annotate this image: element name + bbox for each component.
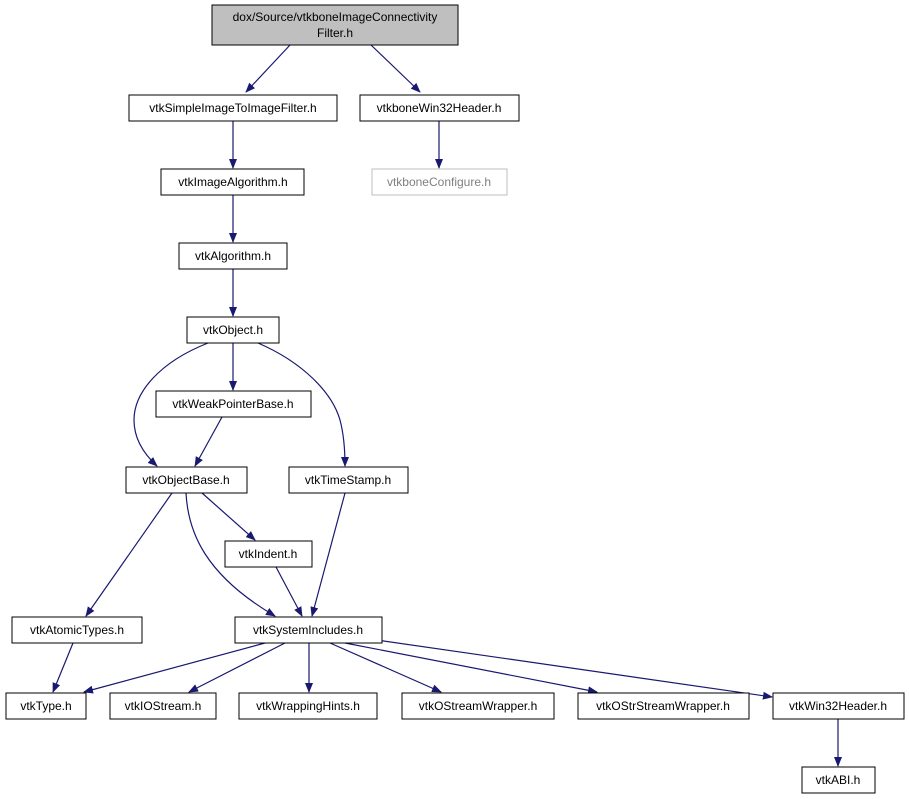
edge-root-to-bone-win32-header — [370, 44, 421, 93]
edge-object-to-object-base — [133, 342, 209, 467]
node-abi[interactable]: vtkABI.h — [801, 766, 876, 794]
node-label: vtkTimeStamp.h — [305, 473, 391, 487]
node-ostrstream-wrapper[interactable]: vtkOStrStreamWrapper.h — [577, 692, 750, 720]
node-root-header-line-1: dox/Source/vtkboneImageConnectivity — [233, 10, 438, 24]
node-object[interactable]: vtkObject.h — [186, 316, 280, 344]
node-system-includes[interactable]: vtkSystemIncludes.h — [234, 616, 383, 644]
node-label: vtkObject.h — [203, 323, 263, 337]
node-label: vtkABI.h — [816, 773, 861, 787]
node-atomic-types[interactable]: vtkAtomicTypes.h — [11, 616, 143, 644]
node-win32-header[interactable]: vtkWin32Header.h — [772, 692, 905, 720]
node-wrapping-hints[interactable]: vtkWrappingHints.h — [238, 692, 378, 720]
node-label: vtkSimpleImageToImageFilter.h — [149, 101, 316, 115]
edge-object-base-to-atomic-types — [85, 492, 173, 617]
edge-time-stamp-to-system-includes — [310, 492, 346, 617]
node-root-header[interactable]: dox/Source/vtkboneImageConnectivity Filt… — [211, 4, 459, 46]
edge-root-to-simple-image-filter — [245, 44, 291, 93]
edge-system-includes-to-ostream-wrapper — [329, 642, 442, 693]
edge-atomic-types-to-type — [52, 642, 74, 693]
node-weak-pointer-base[interactable]: vtkWeakPointerBase.h — [155, 390, 312, 418]
edge-object-to-time-stamp — [257, 342, 349, 467]
node-time-stamp[interactable]: vtkTimeStamp.h — [288, 466, 409, 494]
node-label: vtkType.h — [20, 699, 71, 713]
node-simple-image-filter[interactable]: vtkSimpleImageToImageFilter.h — [128, 94, 338, 122]
node-iostream[interactable]: vtkIOStream.h — [109, 692, 217, 720]
edge-weak-pointer-base-to-object-base — [194, 416, 223, 467]
node-indent[interactable]: vtkIndent.h — [224, 540, 313, 568]
node-label: vtkOStreamWrapper.h — [419, 699, 538, 713]
node-label: vtkAtomicTypes.h — [30, 623, 124, 637]
node-label: vtkboneConfigure.h — [387, 175, 491, 189]
node-label: vtkIOStream.h — [125, 699, 202, 713]
edge-system-includes-to-win32-header — [369, 638, 773, 700]
node-label: vtkboneWin32Header.h — [377, 101, 502, 115]
node-label: vtkWrappingHints.h — [256, 699, 360, 713]
node-label: vtkAlgorithm.h — [195, 249, 271, 263]
edge-system-includes-to-ostrstream-wrapper — [344, 642, 598, 695]
edge-object-base-to-system-includes — [185, 492, 276, 617]
node-label: vtkObjectBase.h — [142, 473, 229, 487]
edge-indent-to-system-includes — [275, 566, 303, 617]
node-type[interactable]: vtkType.h — [5, 692, 87, 720]
node-bone-win32-header[interactable]: vtkboneWin32Header.h — [359, 94, 520, 122]
node-root-header-line-2: Filter.h — [317, 26, 353, 40]
edge-system-includes-to-iostream — [188, 642, 286, 693]
node-image-algorithm[interactable]: vtkImageAlgorithm.h — [160, 168, 305, 196]
node-bone-configure[interactable]: vtkboneConfigure.h — [371, 168, 508, 196]
node-ostream-wrapper[interactable]: vtkOStreamWrapper.h — [401, 692, 555, 720]
node-label: vtkWeakPointerBase.h — [172, 397, 293, 411]
edge-object-base-to-indent — [201, 492, 256, 541]
node-object-base[interactable]: vtkObjectBase.h — [125, 466, 248, 494]
node-label: vtkSystemIncludes.h — [253, 623, 363, 637]
node-label: vtkWin32Header.h — [789, 699, 887, 713]
edge-system-includes-to-type — [83, 642, 266, 694]
node-label: vtkOStrStreamWrapper.h — [596, 699, 730, 713]
node-label: vtkImageAlgorithm.h — [178, 175, 287, 189]
node-algorithm[interactable]: vtkAlgorithm.h — [178, 242, 288, 270]
node-label: vtkIndent.h — [239, 547, 298, 561]
